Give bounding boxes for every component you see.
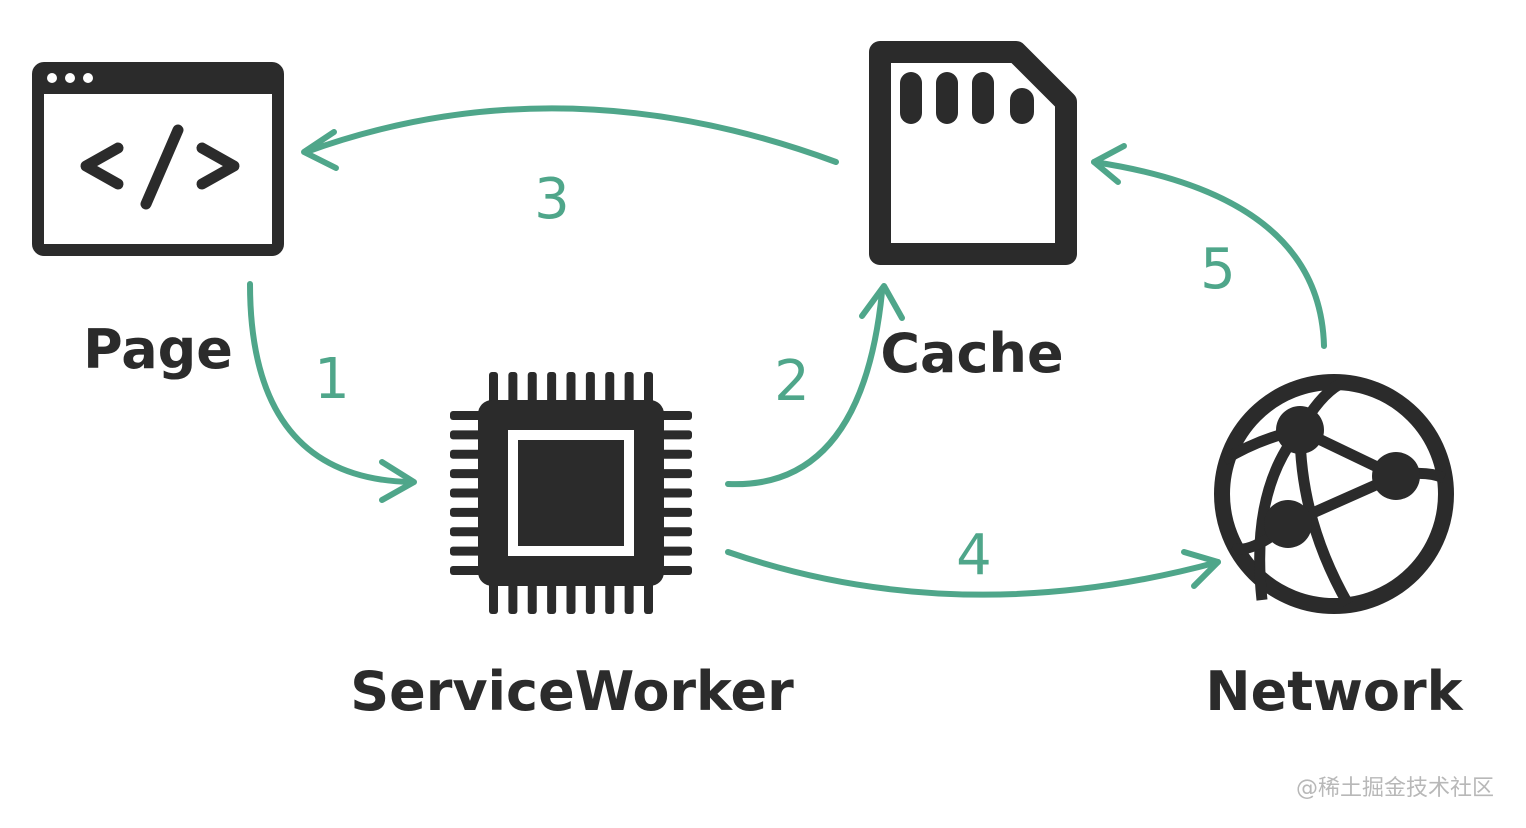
chip-pin <box>547 580 557 614</box>
arrow-step-3 <box>301 105 839 171</box>
chip-pin <box>605 372 615 406</box>
chip-pin <box>450 469 484 479</box>
chip-pin <box>658 411 692 420</box>
chip-pin <box>585 372 595 406</box>
chip-pin <box>450 488 484 498</box>
chip-pin <box>450 527 484 537</box>
page-label: Page <box>83 318 233 381</box>
serviceworker-label: ServiceWorker <box>350 660 794 723</box>
chip-pin <box>508 372 518 406</box>
network-label: Network <box>1205 660 1463 723</box>
step-label-3: 3 <box>534 167 570 232</box>
chip-pin <box>658 527 692 537</box>
cpu-chip-icon <box>450 372 692 614</box>
chip-pin <box>644 372 653 406</box>
arrow-step-1 <box>247 281 417 503</box>
chip-pin <box>658 566 692 575</box>
step-label-1: 1 <box>314 347 350 412</box>
sd-card-icon <box>869 41 1077 265</box>
arrow-step-5 <box>1091 143 1327 349</box>
chip-pin <box>527 372 537 406</box>
chip-pin <box>527 580 537 614</box>
chip-pin <box>658 430 692 440</box>
chip-pin <box>658 449 692 459</box>
chip-pin <box>450 507 484 517</box>
chip-pin <box>658 469 692 479</box>
cache-label: Cache <box>880 322 1063 385</box>
globe-network-icon <box>1214 374 1454 614</box>
chip-pin <box>547 372 557 406</box>
step-label-2: 2 <box>774 349 810 414</box>
chip-pin <box>450 411 484 420</box>
chip-pin <box>450 566 484 575</box>
chip-pin <box>658 507 692 517</box>
chip-pin <box>658 488 692 498</box>
arrow-step-2 <box>725 283 905 488</box>
chip-pin <box>644 580 653 614</box>
watermark: @稀土掘金技术社区 <box>1295 776 1494 801</box>
chip-pin <box>566 372 576 406</box>
chip-pin <box>508 580 518 614</box>
step-label-4: 4 <box>956 523 992 588</box>
chip-pin <box>450 449 484 459</box>
chip-pin <box>489 580 498 614</box>
chip-pin <box>566 580 576 614</box>
chip-pin <box>489 372 498 406</box>
chip-pin <box>658 546 692 556</box>
arrow-step-4 <box>725 549 1221 598</box>
chip-pin <box>605 580 615 614</box>
chip-pin <box>624 580 634 614</box>
chip-pin <box>624 372 634 406</box>
chip-pin <box>450 546 484 556</box>
step-label-5: 5 <box>1200 237 1236 302</box>
chip-pin <box>450 430 484 440</box>
chip-pin <box>585 580 595 614</box>
browser-code-icon <box>32 62 284 256</box>
